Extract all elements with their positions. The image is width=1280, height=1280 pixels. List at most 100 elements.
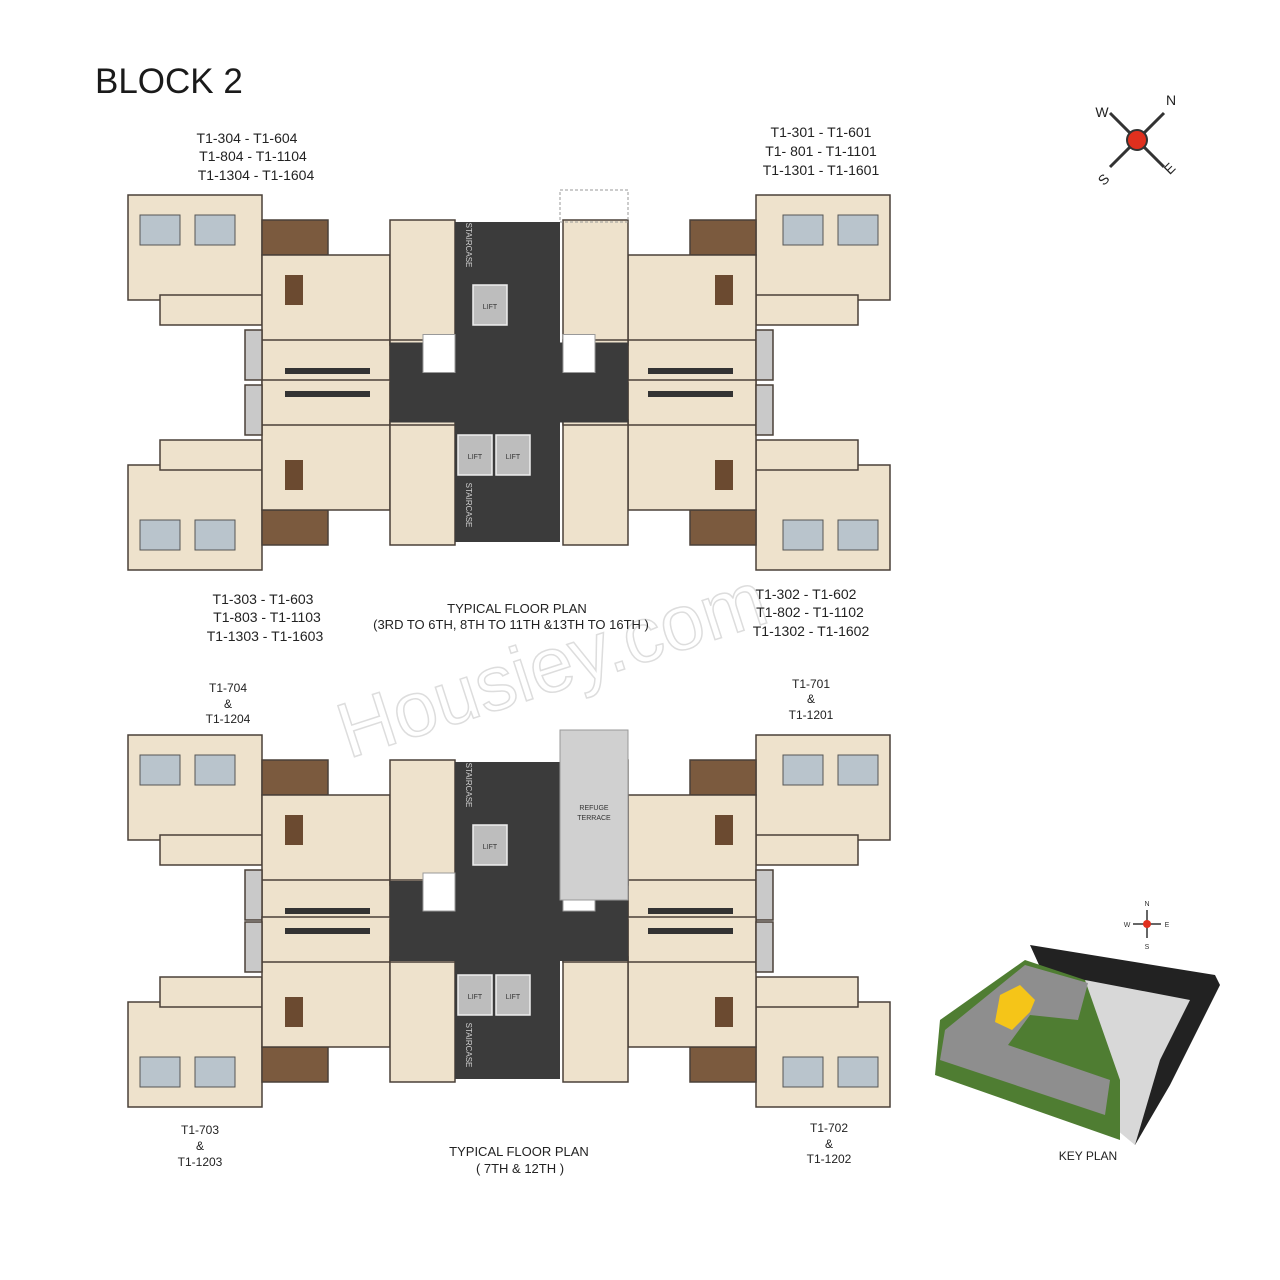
bed-icon bbox=[194, 1056, 236, 1088]
balcony bbox=[261, 759, 329, 796]
bed-icon bbox=[139, 1056, 181, 1088]
compass-w: W bbox=[1124, 922, 1131, 929]
living-dining-area bbox=[261, 414, 391, 511]
bed-icon bbox=[782, 214, 824, 246]
bedroom-area bbox=[755, 834, 859, 866]
living-dining-area bbox=[627, 951, 757, 1048]
kitchen-area bbox=[261, 379, 391, 426]
lift-label: LIFT bbox=[483, 304, 498, 311]
bedroom-area bbox=[755, 1001, 891, 1108]
dining-table-icon bbox=[715, 815, 733, 845]
compass-n: N bbox=[1144, 901, 1149, 908]
utility-strip bbox=[244, 329, 263, 381]
dining-table-icon bbox=[715, 460, 733, 490]
living-dining-area bbox=[627, 794, 757, 891]
watermark: Housiey.com bbox=[326, 554, 776, 775]
lift-label: LIFT bbox=[506, 454, 521, 461]
passage bbox=[648, 368, 733, 374]
lift-icon bbox=[495, 974, 531, 1016]
lift-icon bbox=[472, 824, 508, 866]
shaft bbox=[422, 872, 456, 912]
unit-label: T1-1204 bbox=[206, 712, 251, 726]
kitchen-area bbox=[627, 916, 757, 963]
refuge-terrace-label: TERRACE bbox=[577, 815, 611, 822]
balcony bbox=[689, 219, 757, 256]
compass-e: E bbox=[1165, 922, 1170, 929]
compass-e: E bbox=[1161, 160, 1179, 178]
passage bbox=[285, 908, 370, 914]
unit-label: T1-1202 bbox=[807, 1152, 852, 1166]
bedroom-area bbox=[159, 976, 263, 1008]
living-dining-area bbox=[261, 254, 391, 351]
bedroom-area bbox=[127, 464, 263, 571]
key-plan-compass-icon bbox=[1143, 920, 1151, 928]
lift-icon bbox=[472, 284, 508, 326]
passage bbox=[648, 391, 733, 397]
plan-title: TYPICAL FLOOR PLAN bbox=[447, 601, 587, 616]
shaft bbox=[562, 334, 596, 373]
unit-label: T1-804 - T1-1104 bbox=[199, 148, 307, 164]
dining-table-icon bbox=[285, 275, 303, 305]
staircase-label: STAIRCASE bbox=[464, 223, 473, 268]
bedroom-area bbox=[562, 219, 629, 346]
bedroom-area bbox=[389, 956, 456, 1083]
kitchen-area bbox=[627, 379, 757, 426]
passage bbox=[648, 908, 733, 914]
compass-icon: W N S E bbox=[1095, 92, 1179, 188]
utility-strip bbox=[755, 921, 774, 973]
plan-title: TYPICAL FLOOR PLAN bbox=[449, 1144, 589, 1159]
page-title: BLOCK 2 bbox=[95, 62, 243, 101]
bed-icon bbox=[194, 754, 236, 786]
bedroom-area bbox=[127, 194, 263, 301]
unit-label: T1-1304 - T1-1604 bbox=[198, 167, 315, 183]
utility-strip bbox=[244, 869, 263, 921]
bed-icon bbox=[139, 214, 181, 246]
dining-table-icon bbox=[285, 997, 303, 1027]
bed-icon bbox=[194, 214, 236, 246]
unit-label: T1-302 - T1-602 bbox=[756, 586, 857, 602]
unit-label: & bbox=[224, 697, 232, 711]
key-plan-highlight bbox=[995, 985, 1035, 1030]
bedroom-area bbox=[159, 834, 263, 866]
dining-table-icon bbox=[715, 997, 733, 1027]
dining-table-icon bbox=[715, 275, 733, 305]
unit-label: T1-1303 - T1-1603 bbox=[207, 628, 324, 644]
kitchen-area bbox=[261, 916, 391, 963]
bed-icon bbox=[194, 519, 236, 551]
compass-w: W bbox=[1095, 104, 1109, 120]
lift-label: LIFT bbox=[468, 994, 483, 1001]
unit-label: T1-1301 - T1-1601 bbox=[763, 162, 880, 178]
bed-icon bbox=[837, 519, 879, 551]
unit-label: T1-1201 bbox=[789, 708, 834, 722]
unit-label: T1-703 bbox=[181, 1123, 219, 1137]
staircase-label: STAIRCASE bbox=[464, 763, 473, 808]
utility-strip bbox=[244, 384, 263, 436]
unit-label: & bbox=[807, 692, 815, 706]
kitchen-area bbox=[627, 339, 757, 386]
bed-icon bbox=[837, 214, 879, 246]
unit-label: T1- 801 - T1-1101 bbox=[765, 143, 877, 159]
terrace-outline bbox=[559, 189, 629, 223]
living-dining-area bbox=[261, 951, 391, 1048]
bedroom-area bbox=[755, 464, 891, 571]
passage bbox=[285, 391, 370, 397]
bed-icon bbox=[837, 754, 879, 786]
refuge-terrace bbox=[559, 729, 629, 901]
passage bbox=[285, 928, 370, 934]
unit-label: T1-301 - T1-601 bbox=[771, 124, 872, 140]
compass-s: S bbox=[1095, 171, 1113, 189]
plan-subtitle: (3RD TO 6TH, 8TH TO 11TH &13TH TO 16TH ) bbox=[373, 617, 649, 632]
bedroom-area bbox=[389, 419, 456, 546]
unit-label: T1-701 bbox=[792, 677, 830, 691]
unit-label: T1-704 bbox=[209, 681, 247, 695]
unit-label: T1-1203 bbox=[178, 1155, 223, 1169]
bed-icon bbox=[139, 754, 181, 786]
lift-label: LIFT bbox=[468, 454, 483, 461]
balcony bbox=[261, 1046, 329, 1083]
compass-n: N bbox=[1166, 92, 1176, 108]
bed-icon bbox=[782, 1056, 824, 1088]
bedroom-area bbox=[755, 294, 859, 326]
utility-strip bbox=[755, 384, 774, 436]
passage bbox=[285, 368, 370, 374]
